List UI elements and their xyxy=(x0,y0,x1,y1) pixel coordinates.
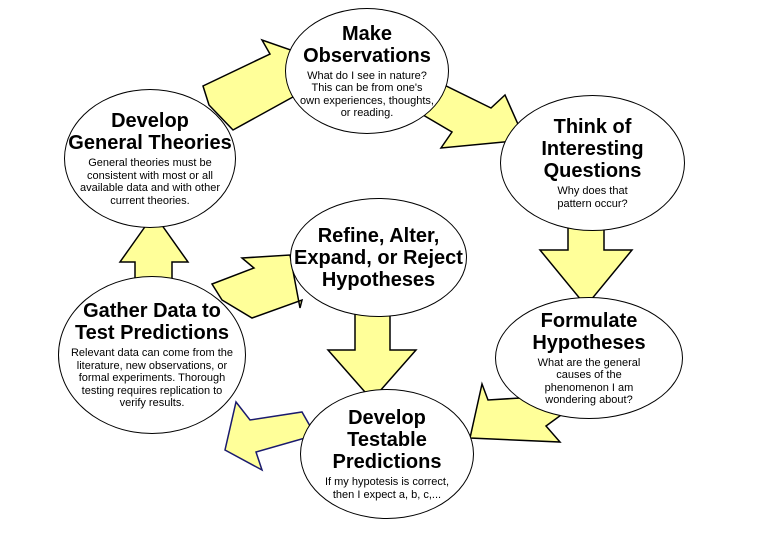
node-description: Why does that pattern occur? xyxy=(557,185,628,210)
node-title: Refine, Alter, Expand, or Reject Hypothe… xyxy=(294,224,463,291)
node-title: Make Observations xyxy=(303,22,431,67)
node-refine-hypotheses: Refine, Alter, Expand, or Reject Hypothe… xyxy=(290,198,467,317)
node-title: Develop Testable Predictions xyxy=(332,407,442,473)
arrow-refine-to-predictions xyxy=(326,304,418,402)
node-gather-data: Gather Data to Test Predictions Relevant… xyxy=(58,276,246,434)
node-description: What are the general causes of the pheno… xyxy=(537,356,641,407)
node-title: Formulate Hypotheses xyxy=(532,309,646,354)
node-develop-theories: Develop General Theories General theorie… xyxy=(64,89,236,228)
node-title: Think of Interesting Questions xyxy=(541,116,644,182)
node-description: Relevant data can come from the literatu… xyxy=(70,347,234,410)
node-think-questions: Think of Interesting Questions Why does … xyxy=(500,95,685,231)
node-title: Gather Data to Test Predictions xyxy=(74,300,230,345)
node-description: If my hypotesis is correct, then I expec… xyxy=(324,476,450,501)
node-make-observations: Make Observations What do I see in natur… xyxy=(285,8,449,134)
node-develop-predictions: Develop Testable Predictions If my hypot… xyxy=(300,389,474,519)
node-description: General theories must be consistent with… xyxy=(79,157,221,207)
node-formulate-hypotheses: Formulate Hypotheses What are the genera… xyxy=(495,297,683,419)
node-title: Develop General Theories xyxy=(68,110,232,154)
arrow-observations-to-questions xyxy=(416,81,527,149)
arrow-questions-to-hypotheses xyxy=(538,217,634,308)
node-description: What do I see in nature? This can be fro… xyxy=(300,69,434,120)
